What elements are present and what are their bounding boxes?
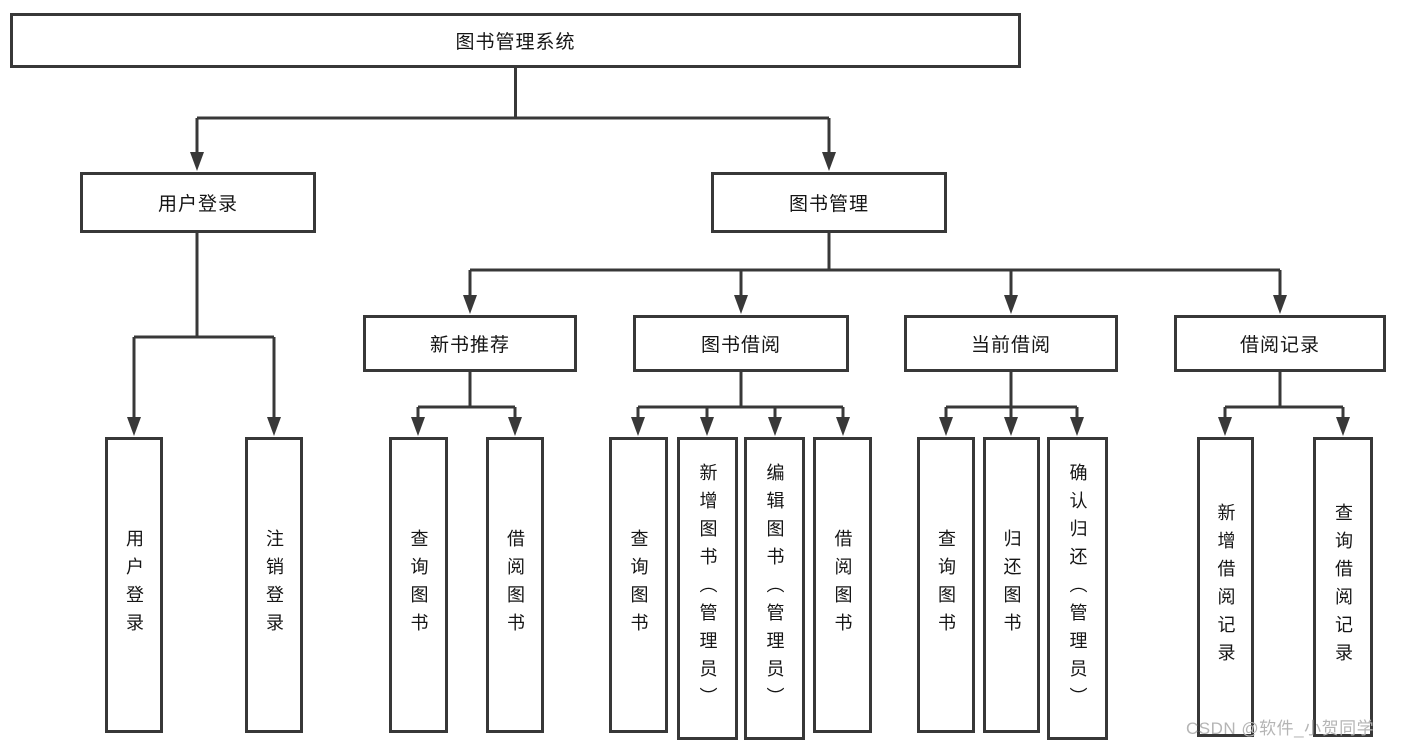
leaf-logout-label: 注销登录 (264, 529, 284, 641)
leaf-user-login-label: 用户登录 (124, 529, 144, 641)
leaf-query-book-current: 查询图书 (917, 437, 975, 733)
node-new-book-recommend-label: 新书推荐 (429, 335, 510, 356)
leaf-confirm-return-admin-label: 确认归还（管理员） (1067, 462, 1088, 715)
leaf-query-book-borrow-label: 查询图书 (628, 529, 649, 641)
csdn-watermark: CSDN @软件_小贺同学 (1186, 719, 1375, 738)
leaf-add-book-admin: 新增图书（管理员） (677, 437, 738, 740)
node-new-book-recommend: 新书推荐 (363, 315, 577, 372)
leaf-query-book-recommend: 查询图书 (389, 437, 448, 733)
leaf-borrow-book: 借阅图书 (813, 437, 872, 733)
leaf-confirm-return-admin: 确认归还（管理员） (1047, 437, 1108, 740)
leaf-query-book-current-label: 查询图书 (936, 529, 956, 641)
node-book-management: 图书管理 (711, 172, 947, 233)
leaf-edit-book-admin-label: 编辑图书（管理员） (764, 462, 785, 715)
leaf-query-borrow-record: 查询借阅记录 (1313, 437, 1373, 737)
leaf-edit-book-admin: 编辑图书（管理员） (744, 437, 805, 740)
leaf-borrow-book-recommend-label: 借阅图书 (505, 529, 525, 641)
leaf-add-borrow-record: 新增借阅记录 (1197, 437, 1254, 737)
node-borrow-records-label: 借阅记录 (1239, 335, 1320, 356)
arrowheads (127, 152, 1350, 436)
node-root: 图书管理系统 (10, 13, 1021, 68)
node-book-borrow: 图书借阅 (633, 315, 849, 372)
node-book-borrow-label: 图书借阅 (700, 335, 781, 356)
node-user-login: 用户登录 (80, 172, 316, 233)
leaf-user-login: 用户登录 (105, 437, 163, 733)
leaf-add-book-admin-label: 新增图书（管理员） (697, 462, 718, 715)
node-current-borrow-label: 当前借阅 (970, 335, 1051, 356)
leaf-query-borrow-record-label: 查询借阅记录 (1333, 503, 1353, 671)
leaf-query-book-recommend-label: 查询图书 (408, 529, 429, 641)
node-borrow-records: 借阅记录 (1174, 315, 1386, 372)
node-current-borrow: 当前借阅 (904, 315, 1118, 372)
node-user-login-label: 用户登录 (157, 194, 238, 215)
leaf-query-book-borrow: 查询图书 (609, 437, 668, 733)
leaf-return-book: 归还图书 (983, 437, 1040, 733)
leaf-borrow-book-label: 借阅图书 (832, 529, 853, 641)
leaf-borrow-book-recommend: 借阅图书 (486, 437, 544, 733)
node-book-management-label: 图书管理 (788, 194, 869, 215)
leaf-return-book-label: 归还图书 (1001, 529, 1022, 641)
node-root-label: 图书管理系统 (455, 32, 576, 53)
leaf-logout: 注销登录 (245, 437, 303, 733)
leaf-add-borrow-record-label: 新增借阅记录 (1215, 503, 1236, 671)
